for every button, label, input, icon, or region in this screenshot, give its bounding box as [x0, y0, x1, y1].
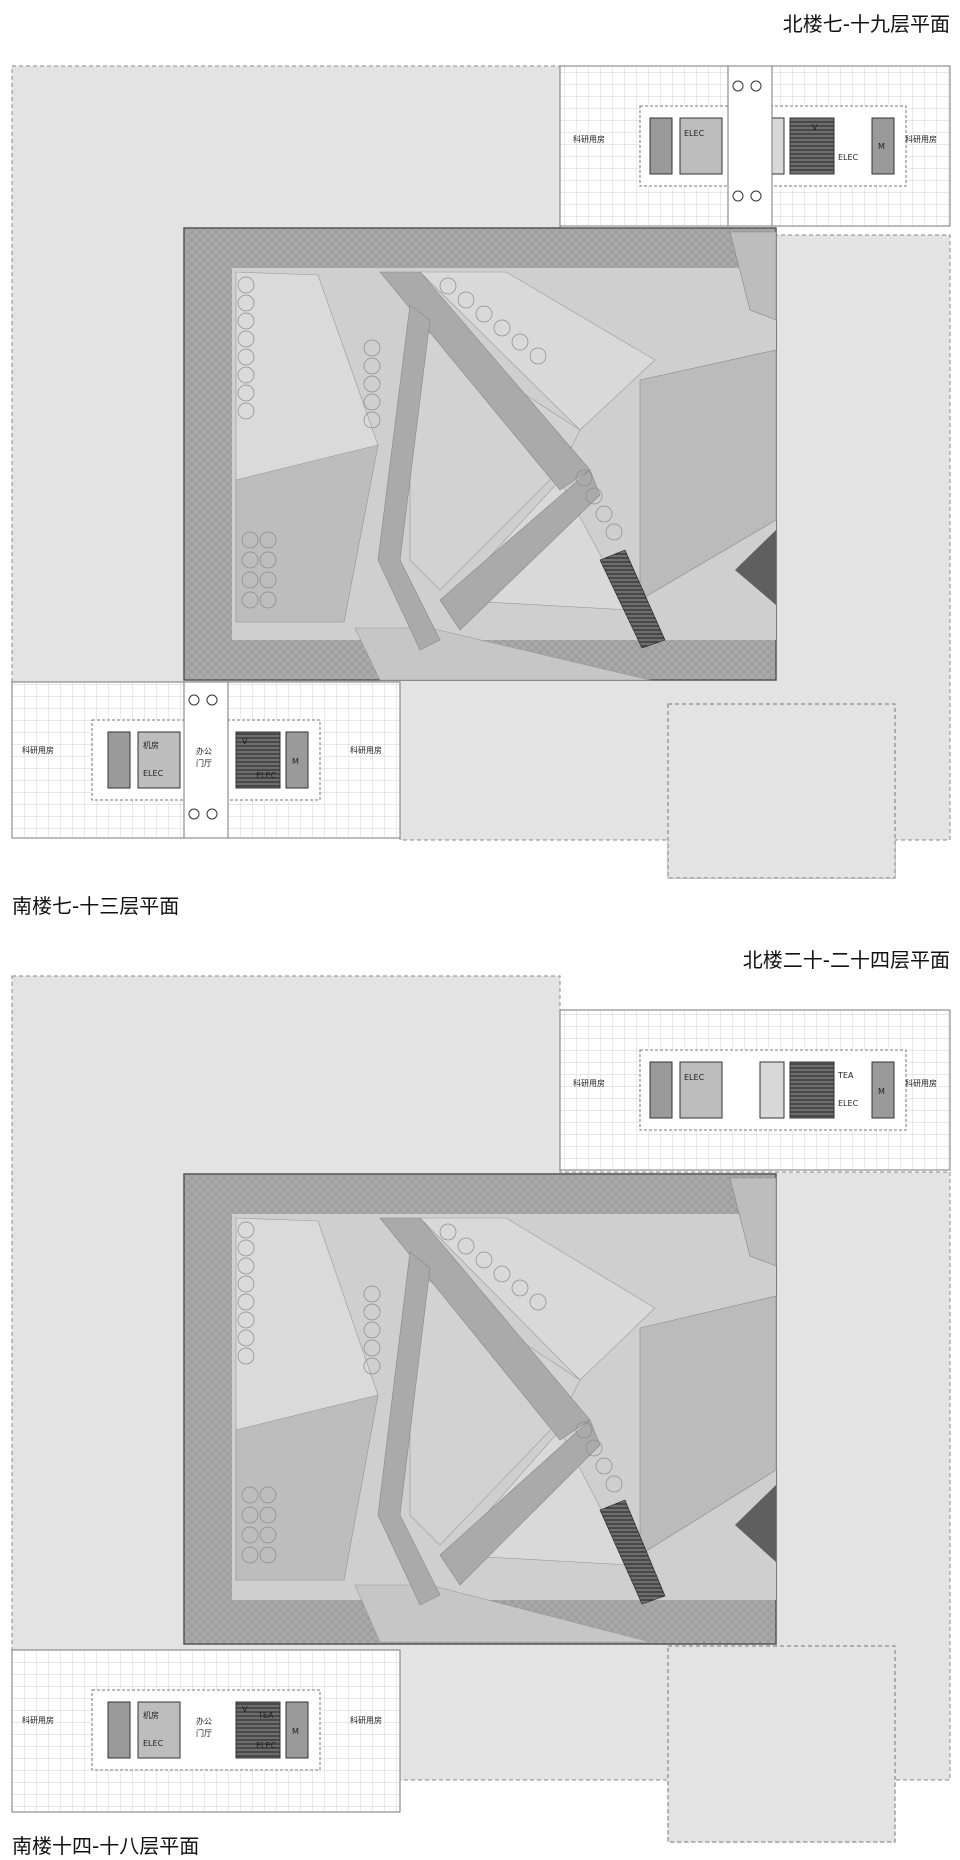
podium-roof — [183, 1173, 777, 1645]
trees — [237, 1221, 623, 1564]
south-floor-title: 南楼十四-十八层平面 — [12, 1834, 200, 1858]
south-tea-label: TEA — [258, 1711, 274, 1720]
south-room-right-label: 科研用房 — [350, 746, 382, 755]
north-lift-label: V — [812, 123, 818, 132]
north-tower — [559, 65, 951, 227]
north-tower — [559, 1009, 951, 1171]
north-floor-title: 北楼七-十九层平面 — [782, 12, 950, 36]
site-dashed-zone — [667, 1645, 896, 1843]
site-dashed-zone — [667, 703, 896, 879]
floor-plan-2-drawing — [11, 975, 951, 1843]
north-elec-left-label: ELEC — [684, 1073, 705, 1082]
south-room-left-label: 科研用房 — [22, 746, 54, 755]
trees — [237, 276, 623, 609]
north-room-left-label: 科研用房 — [573, 1079, 605, 1088]
south-lift-label: V — [242, 1705, 248, 1714]
south-lobby-label-2: 门厅 — [196, 759, 212, 768]
north-room-right-label: 科研用房 — [905, 1079, 937, 1088]
south-lift-label: V — [242, 737, 248, 746]
south-lobby-label-2: 门厅 — [196, 1729, 212, 1738]
south-service-label: M — [292, 757, 299, 766]
south-tower — [11, 681, 401, 839]
south-elec-right-label: ELEC — [256, 1741, 277, 1750]
south-elec-right-label: ELEC — [256, 771, 277, 780]
floor-plan-2: 北楼二十-二十四层平面 南楼十四-十八层平面 科研用房 科研用房 ELEC EL… — [0, 930, 960, 1860]
south-lobby-label-1: 办公 — [196, 747, 212, 756]
north-elec-right-label: ELEC — [838, 1099, 859, 1108]
south-lobby-label-1: 办公 — [196, 1717, 212, 1726]
north-service-label: M — [878, 142, 885, 151]
north-tea-label: TEA — [838, 1071, 854, 1080]
south-room-right-label: 科研用房 — [350, 1716, 382, 1725]
south-elec-left-label: ELEC — [143, 769, 164, 778]
podium-roof — [183, 227, 777, 681]
north-elec-left-label: ELEC — [684, 129, 705, 138]
south-floor-title: 南楼七-十三层平面 — [12, 894, 180, 918]
south-elec-left-label: ELEC — [143, 1739, 164, 1748]
floor-plan-1: 北楼七-十九层平面 南楼七-十三层平面 科研用房 科研用房 ELEC ELEC … — [11, 12, 951, 918]
north-room-left-label: 科研用房 — [573, 135, 605, 144]
floor-plan-1-drawing — [11, 65, 951, 879]
south-room-left-label: 科研用房 — [22, 1716, 54, 1725]
north-elec-right-label: ELEC — [838, 153, 859, 162]
north-floor-title: 北楼二十-二十四层平面 — [742, 948, 950, 972]
north-service-label: M — [878, 1087, 885, 1096]
south-tower — [11, 1649, 401, 1813]
north-room-right-label: 科研用房 — [905, 135, 937, 144]
south-service-label: M — [292, 1727, 299, 1736]
south-machine-room-label: 机房 — [143, 741, 159, 750]
south-machine-room-label: 机房 — [143, 1711, 159, 1720]
